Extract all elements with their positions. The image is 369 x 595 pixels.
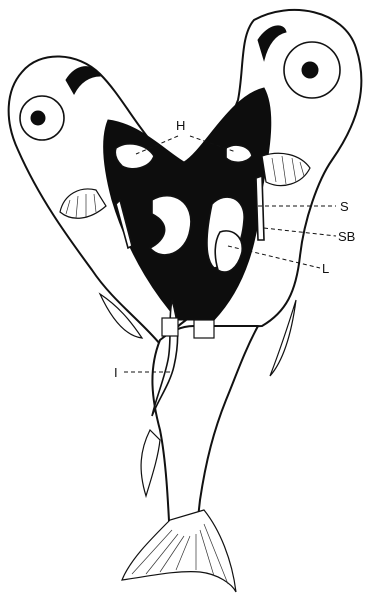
label-intestine: I	[114, 365, 118, 380]
right-pelvic-fin	[194, 320, 214, 338]
label-stomach: S	[340, 199, 349, 214]
right-pupil	[302, 62, 318, 78]
left-pelvic-fin	[162, 318, 178, 336]
left-pupil	[31, 111, 45, 125]
caudal-fin	[122, 510, 236, 592]
label-heart: H	[176, 118, 185, 133]
left-fin-fringe	[141, 430, 160, 496]
label-swim-bladder: SB	[338, 229, 355, 244]
right-swim-bladder	[256, 176, 264, 240]
label-liver: L	[322, 261, 329, 276]
